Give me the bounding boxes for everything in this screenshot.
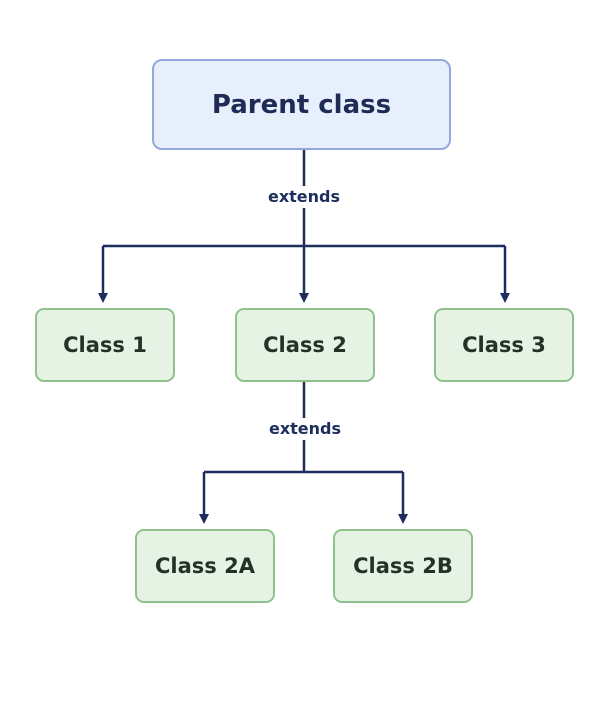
class-3-node: Class 3: [434, 308, 574, 382]
class-2b-node: Class 2B: [333, 529, 473, 603]
class-1-label: Class 1: [63, 333, 147, 357]
parent-class-label: Parent class: [211, 89, 392, 120]
class-3-label: Class 3: [462, 333, 546, 357]
extends-label-top: extends: [265, 186, 343, 208]
class-2b-label: Class 2B: [353, 554, 453, 578]
class-1-node: Class 1: [35, 308, 175, 382]
extends-label-middle: extends: [266, 418, 344, 440]
class-2-label: Class 2: [263, 333, 347, 357]
class-2a-label: Class 2A: [155, 554, 255, 578]
class-2a-node: Class 2A: [135, 529, 275, 603]
class-2-node: Class 2: [235, 308, 375, 382]
parent-class-node: Parent class: [152, 59, 451, 150]
